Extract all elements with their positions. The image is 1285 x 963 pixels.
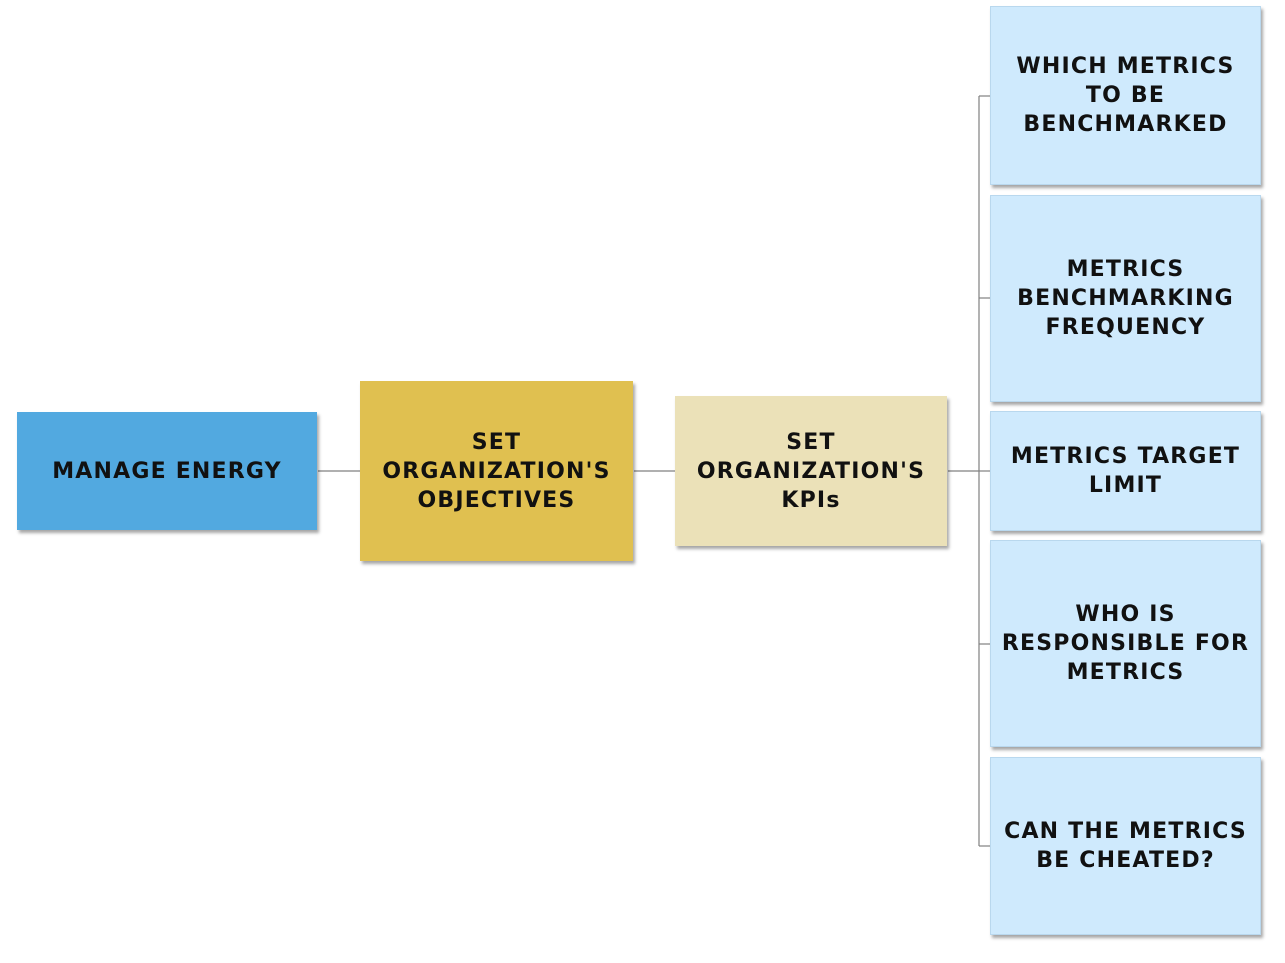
node-benchmarking-frequency[interactable]: METRICS BENCHMARKING FREQUENCY — [990, 195, 1261, 402]
node-label: CAN THE METRICS BE CHEATED? — [1004, 819, 1247, 873]
node-label: SET ORGANIZATION'S KPIs — [696, 429, 926, 513]
node-label: METRICS BENCHMARKING FREQUENCY — [1017, 257, 1234, 340]
node-label: WHO IS RESPONSIBLE FOR METRICS — [1001, 602, 1250, 685]
node-which-metrics-benchmarked[interactable]: WHICH METRICS TO BE BENCHMARKED — [990, 6, 1261, 185]
node-label: SET ORGANIZATION'S OBJECTIVES — [382, 429, 611, 513]
node-can-metrics-be-cheated[interactable]: CAN THE METRICS BE CHEATED? — [990, 757, 1261, 935]
node-metrics-target-limit[interactable]: METRICS TARGET LIMIT — [990, 411, 1261, 531]
node-label: METRICS TARGET LIMIT — [1010, 444, 1241, 498]
node-set-kpis[interactable]: SET ORGANIZATION'S KPIs — [675, 396, 947, 546]
node-label: MANAGE ENERGY — [52, 458, 282, 484]
node-manage-energy[interactable]: MANAGE ENERGY — [17, 412, 317, 530]
node-who-is-responsible[interactable]: WHO IS RESPONSIBLE FOR METRICS — [990, 540, 1261, 747]
node-set-objectives[interactable]: SET ORGANIZATION'S OBJECTIVES — [360, 381, 633, 561]
node-label: WHICH METRICS TO BE BENCHMARKED — [1016, 54, 1235, 137]
